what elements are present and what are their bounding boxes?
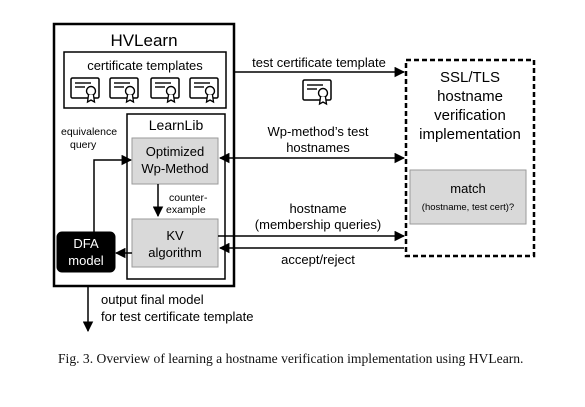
wp-hostnames-label-1: Wp-method’s test (268, 124, 369, 139)
wp-method-line1: Optimized (146, 144, 205, 159)
diagram-canvas: HVLearn certificate templates LearnLib O… (52, 22, 536, 333)
ssl-title-2: hostname (437, 88, 503, 105)
learnlib-title: LearnLib (149, 117, 204, 133)
hostname-label-2: (membership queries) (255, 217, 381, 232)
dfa-line2: model (68, 253, 104, 268)
output-label-2: for test certificate template (101, 309, 253, 324)
figure-caption: Fig. 3. Overview of learning a hostname … (58, 351, 524, 366)
test-certificate-icon (302, 79, 332, 105)
kv-line1: KV (166, 228, 184, 243)
counterexample-label-1: counter- (169, 192, 208, 204)
kv-algorithm-box (131, 218, 219, 268)
equivalence-query-arrow (93, 154, 133, 232)
equivalence-label-1: equivalence (61, 126, 117, 138)
output-label-1: output final model (101, 292, 204, 307)
ssl-title-1: SSL/TLS (440, 69, 500, 86)
wp-method-box (131, 137, 219, 185)
match-sub: (hostname, test cert)? (422, 202, 514, 213)
certificate-icon (70, 77, 100, 103)
ssl-title-4: implementation (419, 126, 521, 143)
certificate-icon (109, 77, 139, 103)
match-box (409, 169, 527, 225)
counterexample-label-2: example (166, 204, 206, 216)
certificate-templates-label: certificate templates (87, 58, 203, 73)
hostname-label-1: hostname (289, 201, 346, 216)
hvlearn-title: HVLearn (110, 31, 177, 50)
certificate-icon (189, 77, 219, 103)
wp-hostnames-label-2: hostnames (286, 140, 350, 155)
ssl-title-3: verification (434, 107, 506, 124)
wp-method-line2: Wp-Method (141, 161, 208, 176)
accept-reject-label: accept/reject (281, 252, 355, 267)
equivalence-label-2: query (70, 139, 97, 151)
kv-line2: algorithm (148, 245, 201, 260)
match-title: match (450, 181, 485, 196)
dfa-line1: DFA (73, 236, 99, 251)
certificate-icon (150, 77, 180, 103)
test-template-label: test certificate template (252, 55, 386, 70)
